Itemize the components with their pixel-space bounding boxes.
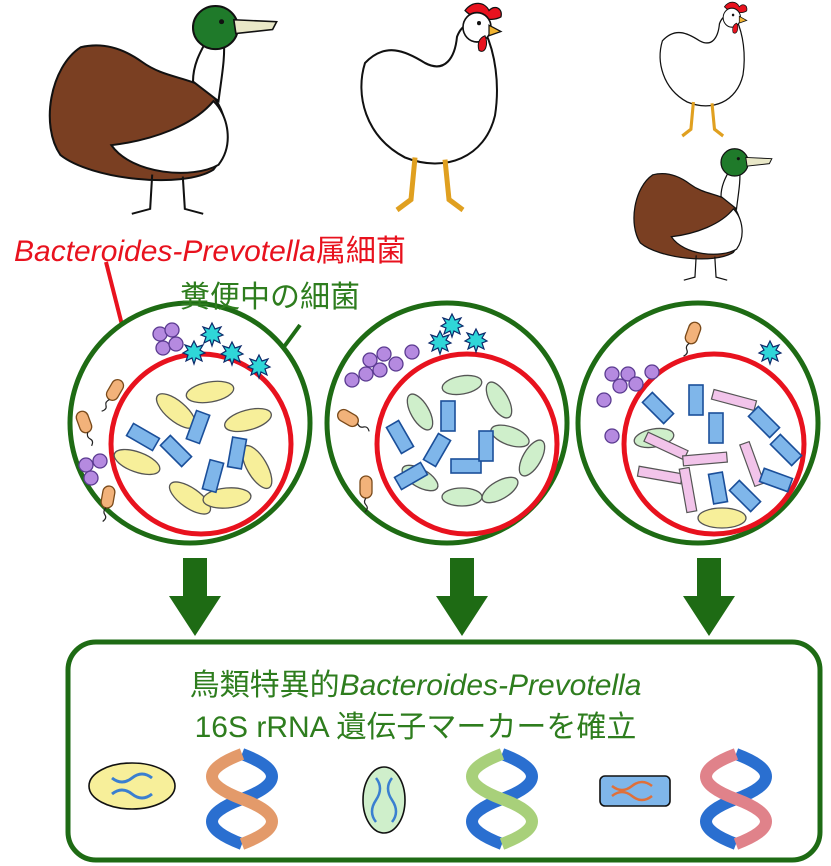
bacteria-circle-icon (324, 300, 570, 546)
result-title-line2: 16S rRNA 遺伝子マーカーを確立 (194, 711, 637, 744)
dna-helix-icon (206, 748, 278, 850)
down-arrow-icon (169, 558, 221, 636)
genus-name: Bacteroides-Prevotella (14, 235, 316, 268)
down-arrow-icon (436, 558, 488, 636)
genus-suffix: 属細菌 (315, 235, 406, 268)
fecal-bacteria-label: 糞便中の細菌 (180, 281, 360, 314)
down-arrow-icon (683, 558, 735, 636)
chicken-icon (658, 0, 749, 138)
dna-helix-icon (466, 748, 538, 850)
result-prefix: 鳥類特異的 (189, 669, 340, 702)
bacteria-circle-icon (67, 300, 313, 546)
genus-label: Bacteroides-Prevotella属細菌 (14, 226, 406, 270)
duck-icon (48, 5, 278, 215)
result-genus: Bacteroides-Prevotella (339, 669, 642, 702)
green-cell-dna-icon (362, 766, 406, 834)
bacteria-circle-icon (575, 300, 821, 546)
duck-icon (633, 148, 773, 281)
yellow-cell-dna-icon (88, 762, 176, 810)
result-title-line1: 鳥類特異的Bacteroides-Prevotella (0, 660, 831, 704)
blue-cell-dna-icon (599, 775, 671, 807)
chicken-icon (361, 3, 501, 210)
dna-helix-icon (700, 748, 772, 850)
